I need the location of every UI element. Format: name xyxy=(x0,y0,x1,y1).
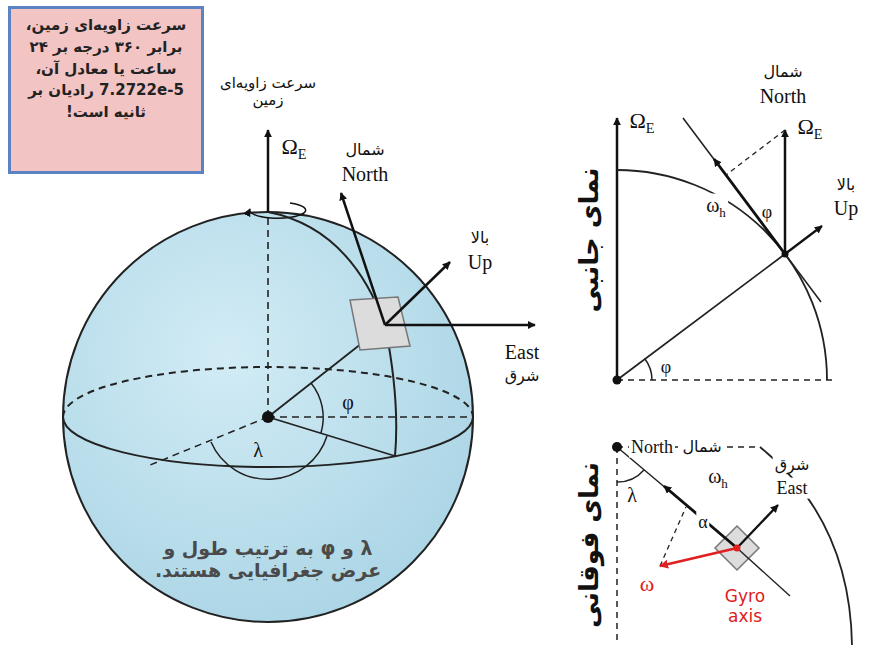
east-arrow xyxy=(385,324,535,327)
side-axis xyxy=(616,118,619,380)
up-en: Up xyxy=(468,251,492,274)
alpha-symbol: α xyxy=(696,512,709,533)
side-view-title: نمای جانبی xyxy=(575,167,605,312)
omega-h-arrow xyxy=(714,159,785,254)
top-omega-h xyxy=(664,486,737,548)
up-fa: بالا xyxy=(471,229,489,247)
north-fa: شمال xyxy=(761,63,804,81)
north-en: North xyxy=(342,163,389,186)
latitude-symbol: φ xyxy=(762,202,772,223)
latitude-symbol: φ xyxy=(342,391,354,414)
longitude-symbol: λ xyxy=(627,484,637,507)
projection-dash xyxy=(726,130,785,175)
equator-radius xyxy=(268,416,473,418)
gyro-center xyxy=(734,545,741,552)
center-dot xyxy=(262,411,274,423)
sphere-note: λ و φ به ترتیب طول و عرض جغرافیایی هستند… xyxy=(143,538,393,582)
top-lambda-arc xyxy=(617,470,644,482)
note-box: سرعت زاویه‌ای زمین، برابر ۳۶۰ درجه بر ۲۴… xyxy=(8,6,204,174)
top-view-title: نمای فوقانی xyxy=(575,462,605,628)
gyro-axis-label: Gyro axis xyxy=(715,587,775,626)
lambda-arc xyxy=(211,436,327,479)
tangent-line xyxy=(683,118,821,302)
east-fa: شرق xyxy=(773,456,812,474)
equator-front xyxy=(63,417,473,467)
side-point xyxy=(782,251,789,258)
up-arrow xyxy=(385,262,450,325)
rotation-circle xyxy=(250,203,306,218)
up-en: Up xyxy=(832,197,860,220)
note-text: سرعت زاویه‌ای زمین، برابر ۳۶۰ درجه بر ۲۴… xyxy=(19,15,193,124)
longitude-symbol: λ xyxy=(253,439,263,462)
north-en: North xyxy=(758,85,809,108)
north-fa: شمال xyxy=(345,141,384,159)
omega-symbol: ΩE xyxy=(795,114,824,143)
phi-arc xyxy=(311,383,323,433)
omega-symbol: ΩE xyxy=(281,134,306,163)
top-vertical xyxy=(616,447,618,645)
side-up-arrow xyxy=(785,226,822,254)
side-equator xyxy=(617,379,835,381)
east-en: East xyxy=(505,341,539,364)
omega-h-symbol: ωh xyxy=(706,465,730,492)
gyro-axis-arrow xyxy=(660,548,737,566)
top-east-arrow xyxy=(737,505,778,548)
earth-rotation-arrow xyxy=(267,130,270,212)
omega-e-arrow xyxy=(784,130,787,254)
east-en: East xyxy=(775,478,810,499)
latitude-symbol: φ xyxy=(661,357,671,378)
axis-caption: سرعت زاویه‌ای زمین xyxy=(213,75,323,110)
side-arc xyxy=(617,170,827,380)
east-fa: شرق xyxy=(505,367,540,385)
equator-point-radius xyxy=(268,417,395,456)
north-arrow xyxy=(341,193,385,325)
prime-radius xyxy=(150,417,268,465)
top-projection xyxy=(660,507,686,566)
earth-sphere xyxy=(63,212,473,622)
omega-h-symbol: ωh xyxy=(704,194,728,221)
axis-inner xyxy=(267,212,269,417)
side-origin xyxy=(613,376,622,385)
side-radius xyxy=(617,254,785,380)
omega-symbol: ω xyxy=(638,571,656,596)
side-phi-arc xyxy=(645,359,652,380)
gyro-plate xyxy=(350,297,410,350)
top-radius xyxy=(617,447,737,548)
omega-symbol: ΩE xyxy=(627,108,656,137)
up-fa: بالا xyxy=(835,176,857,194)
north-en: North xyxy=(629,437,675,458)
north-fa: شمال xyxy=(680,438,723,456)
north-pole-dot xyxy=(612,442,622,452)
